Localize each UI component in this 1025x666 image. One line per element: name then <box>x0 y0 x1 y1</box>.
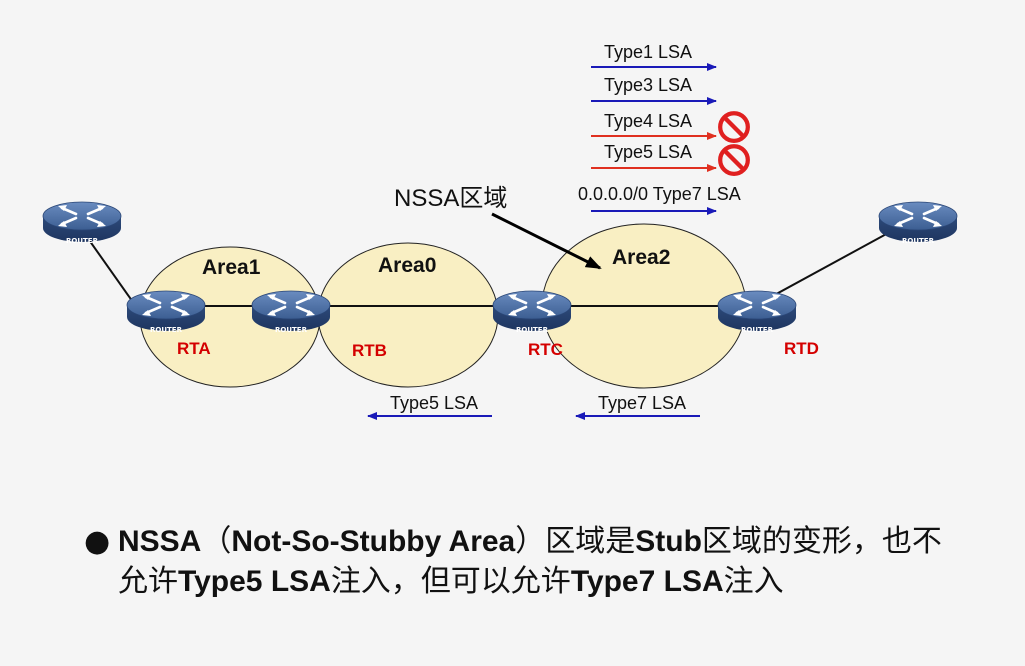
rtb-label: RTB <box>352 341 387 360</box>
router-icon <box>492 289 572 333</box>
bullet-text: NSSA（Not-So-Stubby Area）区域是Stub区域的变形，也不允… <box>118 524 942 599</box>
type7-default-lsa-label: 0.0.0.0/0 Type7 LSA <box>578 184 741 204</box>
type5-lsa-left-label: Type5 LSA <box>390 393 478 413</box>
router-icon <box>251 289 331 333</box>
rtc-label: RTC <box>528 340 563 359</box>
router-external-left[interactable]: ROUTER <box>42 200 122 245</box>
ospf-nssa-diagram: ROUTER ROUTER ROUTER ROUTER ROUTER ROUTE… <box>42 42 958 420</box>
svg-text:ROUTER: ROUTER <box>275 326 308 334</box>
rta-label: RTA <box>177 339 211 358</box>
rtd-label: RTD <box>784 339 819 358</box>
svg-text:ROUTER: ROUTER <box>66 237 99 245</box>
svg-text:ROUTER: ROUTER <box>516 326 549 334</box>
area0-label: Area0 <box>378 254 436 277</box>
bullet-dot: ● <box>84 524 111 559</box>
type5-lsa-label: Type5 LSA <box>604 142 692 162</box>
type4-lsa-label: Type4 LSA <box>604 111 692 131</box>
nssa-area-label: NSSA区域 <box>394 185 507 212</box>
type7-lsa-left-label: Type7 LSA <box>598 393 686 413</box>
area2-label: Area2 <box>612 246 670 269</box>
svg-text:ROUTER: ROUTER <box>741 326 774 334</box>
svg-text:ROUTER: ROUTER <box>150 326 183 334</box>
router-rtc[interactable]: ROUTER <box>492 289 572 334</box>
type1-lsa-label: Type1 LSA <box>604 42 692 62</box>
no-entry-icon <box>720 113 748 141</box>
nssa-pointer-arrow <box>491 212 602 270</box>
router-icon <box>126 289 206 333</box>
nssa-description: ● NSSA（Not-So-Stubby Area）区域是Stub区域的变形，也… <box>84 522 964 602</box>
router-icon <box>717 289 797 333</box>
router-external-right[interactable]: ROUTER <box>878 200 958 245</box>
type3-lsa-label: Type3 LSA <box>604 75 692 95</box>
svg-text:ROUTER: ROUTER <box>902 237 935 245</box>
router-rtd[interactable]: ROUTER <box>717 289 797 334</box>
router-icon <box>42 200 122 244</box>
no-entry-icon <box>720 146 748 174</box>
router-rtb[interactable]: ROUTER <box>251 289 331 334</box>
router-icon <box>878 200 958 244</box>
area1-label: Area1 <box>202 256 261 279</box>
router-rta[interactable]: ROUTER <box>126 289 206 334</box>
